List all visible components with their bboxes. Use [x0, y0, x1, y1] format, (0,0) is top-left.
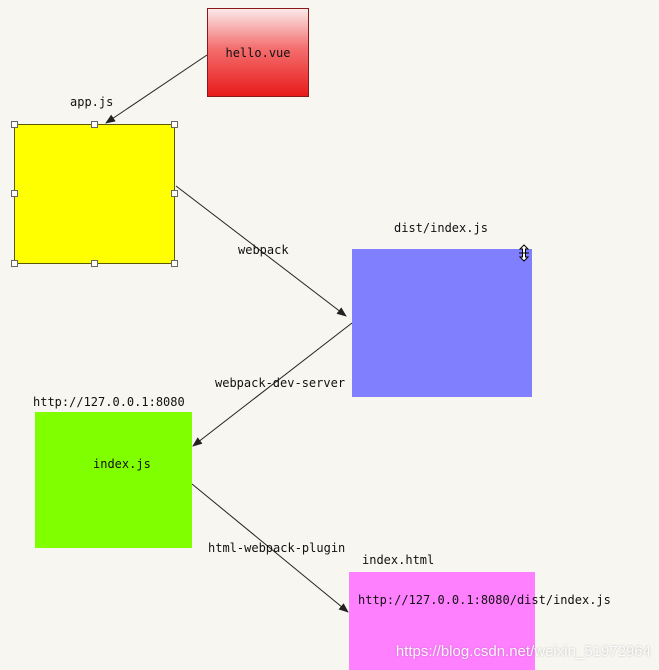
index-html-url-text: http://127.0.0.1:8080/dist/index.js [358, 593, 611, 607]
resize-handle-left[interactable] [11, 190, 18, 197]
dist-index-js-node[interactable] [352, 249, 532, 397]
app-js-node[interactable] [11, 121, 178, 267]
resize-handle-top-right[interactable] [171, 121, 178, 128]
server-index-js-text: index.js [93, 457, 151, 471]
server-index-js-node[interactable]: index.js [35, 412, 192, 548]
move-cursor-icon [518, 244, 530, 262]
arrow-server-to-html [191, 483, 349, 613]
resize-handle-bottom-left[interactable] [11, 260, 18, 267]
resize-handle-right[interactable] [171, 190, 178, 197]
resize-handle-bottom-right[interactable] [171, 260, 178, 267]
app-js-label: app.js [70, 95, 114, 109]
dist-index-js-label: dist/index.js [394, 221, 488, 235]
arrow-dist-to-server [192, 322, 353, 447]
index-html-label: index.html [362, 553, 435, 567]
edge-label-html-webpack-plugin: html-webpack-plugin [208, 541, 346, 555]
edge-label-webpack: webpack [238, 243, 289, 257]
arrow-app-to-dist [175, 185, 347, 317]
index-html-node[interactable]: http://127.0.0.1:8080/dist/index.js [349, 572, 611, 670]
hello-vue-text: hello.vue [225, 45, 291, 60]
resize-handle-top[interactable] [91, 121, 98, 128]
resize-handle-bottom[interactable] [91, 260, 98, 267]
arrow-hello-to-app [105, 54, 208, 124]
watermark: https://blog.csdn.net/weixin_51972964 [395, 643, 651, 660]
edge-label-webpack-dev-server: webpack-dev-server [215, 376, 346, 390]
server-url-label: http://127.0.0.1:8080 [33, 395, 185, 409]
resize-handle-top-left[interactable] [11, 121, 18, 128]
hello-vue-node[interactable]: hello.vue [207, 8, 309, 97]
